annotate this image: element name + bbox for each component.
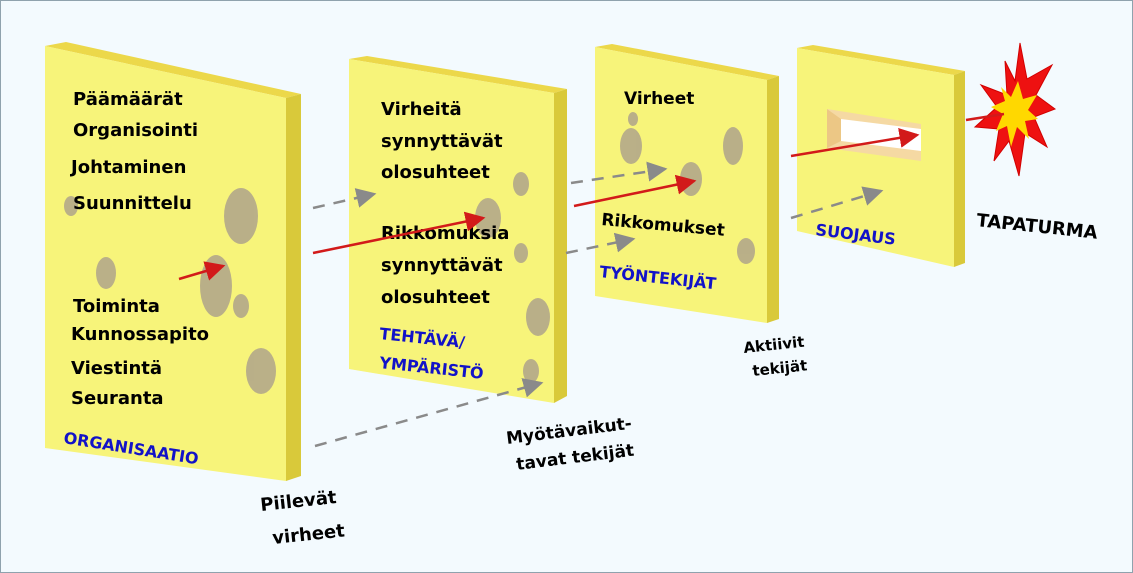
org-item-5: Toiminta [73,296,160,317]
org-item-8: Seuranta [71,388,164,409]
tehtava-item-5: synnyttävät [381,255,503,276]
trajectory-arrow-3 [573,174,697,208]
org-item-1: Päämäärät [73,89,183,110]
aktiivit-line-1: Aktiivit [743,333,806,357]
org-item-6: Kunnossapito [71,324,209,345]
latent-arrow-3 [570,161,668,185]
accident-trajectory [178,112,1005,281]
piilevat-line-1: Piilevät [259,487,338,516]
tehtava-item-6: olosuhteet [381,287,490,308]
latent-arrow-2 [314,378,544,448]
latent-arrows [312,161,884,448]
latent-arrow-4 [565,232,636,255]
panel-suojaus: SUOJAUS [797,45,965,267]
org-item-7: Viestintä [71,358,162,379]
tehtava-item-1: Virheitä [381,99,462,120]
tehtava-item-3: olosuhteet [381,162,490,183]
tyontekija-item-1: Virheet [624,89,694,109]
aktiivit-line-2: tekijät [752,356,808,380]
cheese-holes [475,172,550,383]
panel-tehtava: Virheitä synnyttävät olosuhteet Rikkomuk… [349,56,567,403]
cheese-holes [620,112,755,264]
trajectory-line-5 [965,112,1005,122]
latent-arrow-5 [790,186,884,220]
latent-arrow-1 [312,188,377,210]
org-item-2: Organisointi [73,120,198,141]
trajectory-arrow-2 [312,211,486,255]
trajectory-arrow-4 [790,128,920,158]
trajectory-arrow-1 [178,261,226,281]
tehtava-item-2: synnyttävät [381,131,503,152]
tapaturma-label: TAPATURMA [975,210,1098,244]
explosion-icon [973,42,1057,177]
panel-organisaatio: Päämäärät Organisointi Johtaminen Suunni… [45,42,301,481]
org-item-3: Johtaminen [69,157,186,178]
piilevat-line-2: virheet [271,520,346,549]
org-item-4: Suunnittelu [73,193,192,214]
